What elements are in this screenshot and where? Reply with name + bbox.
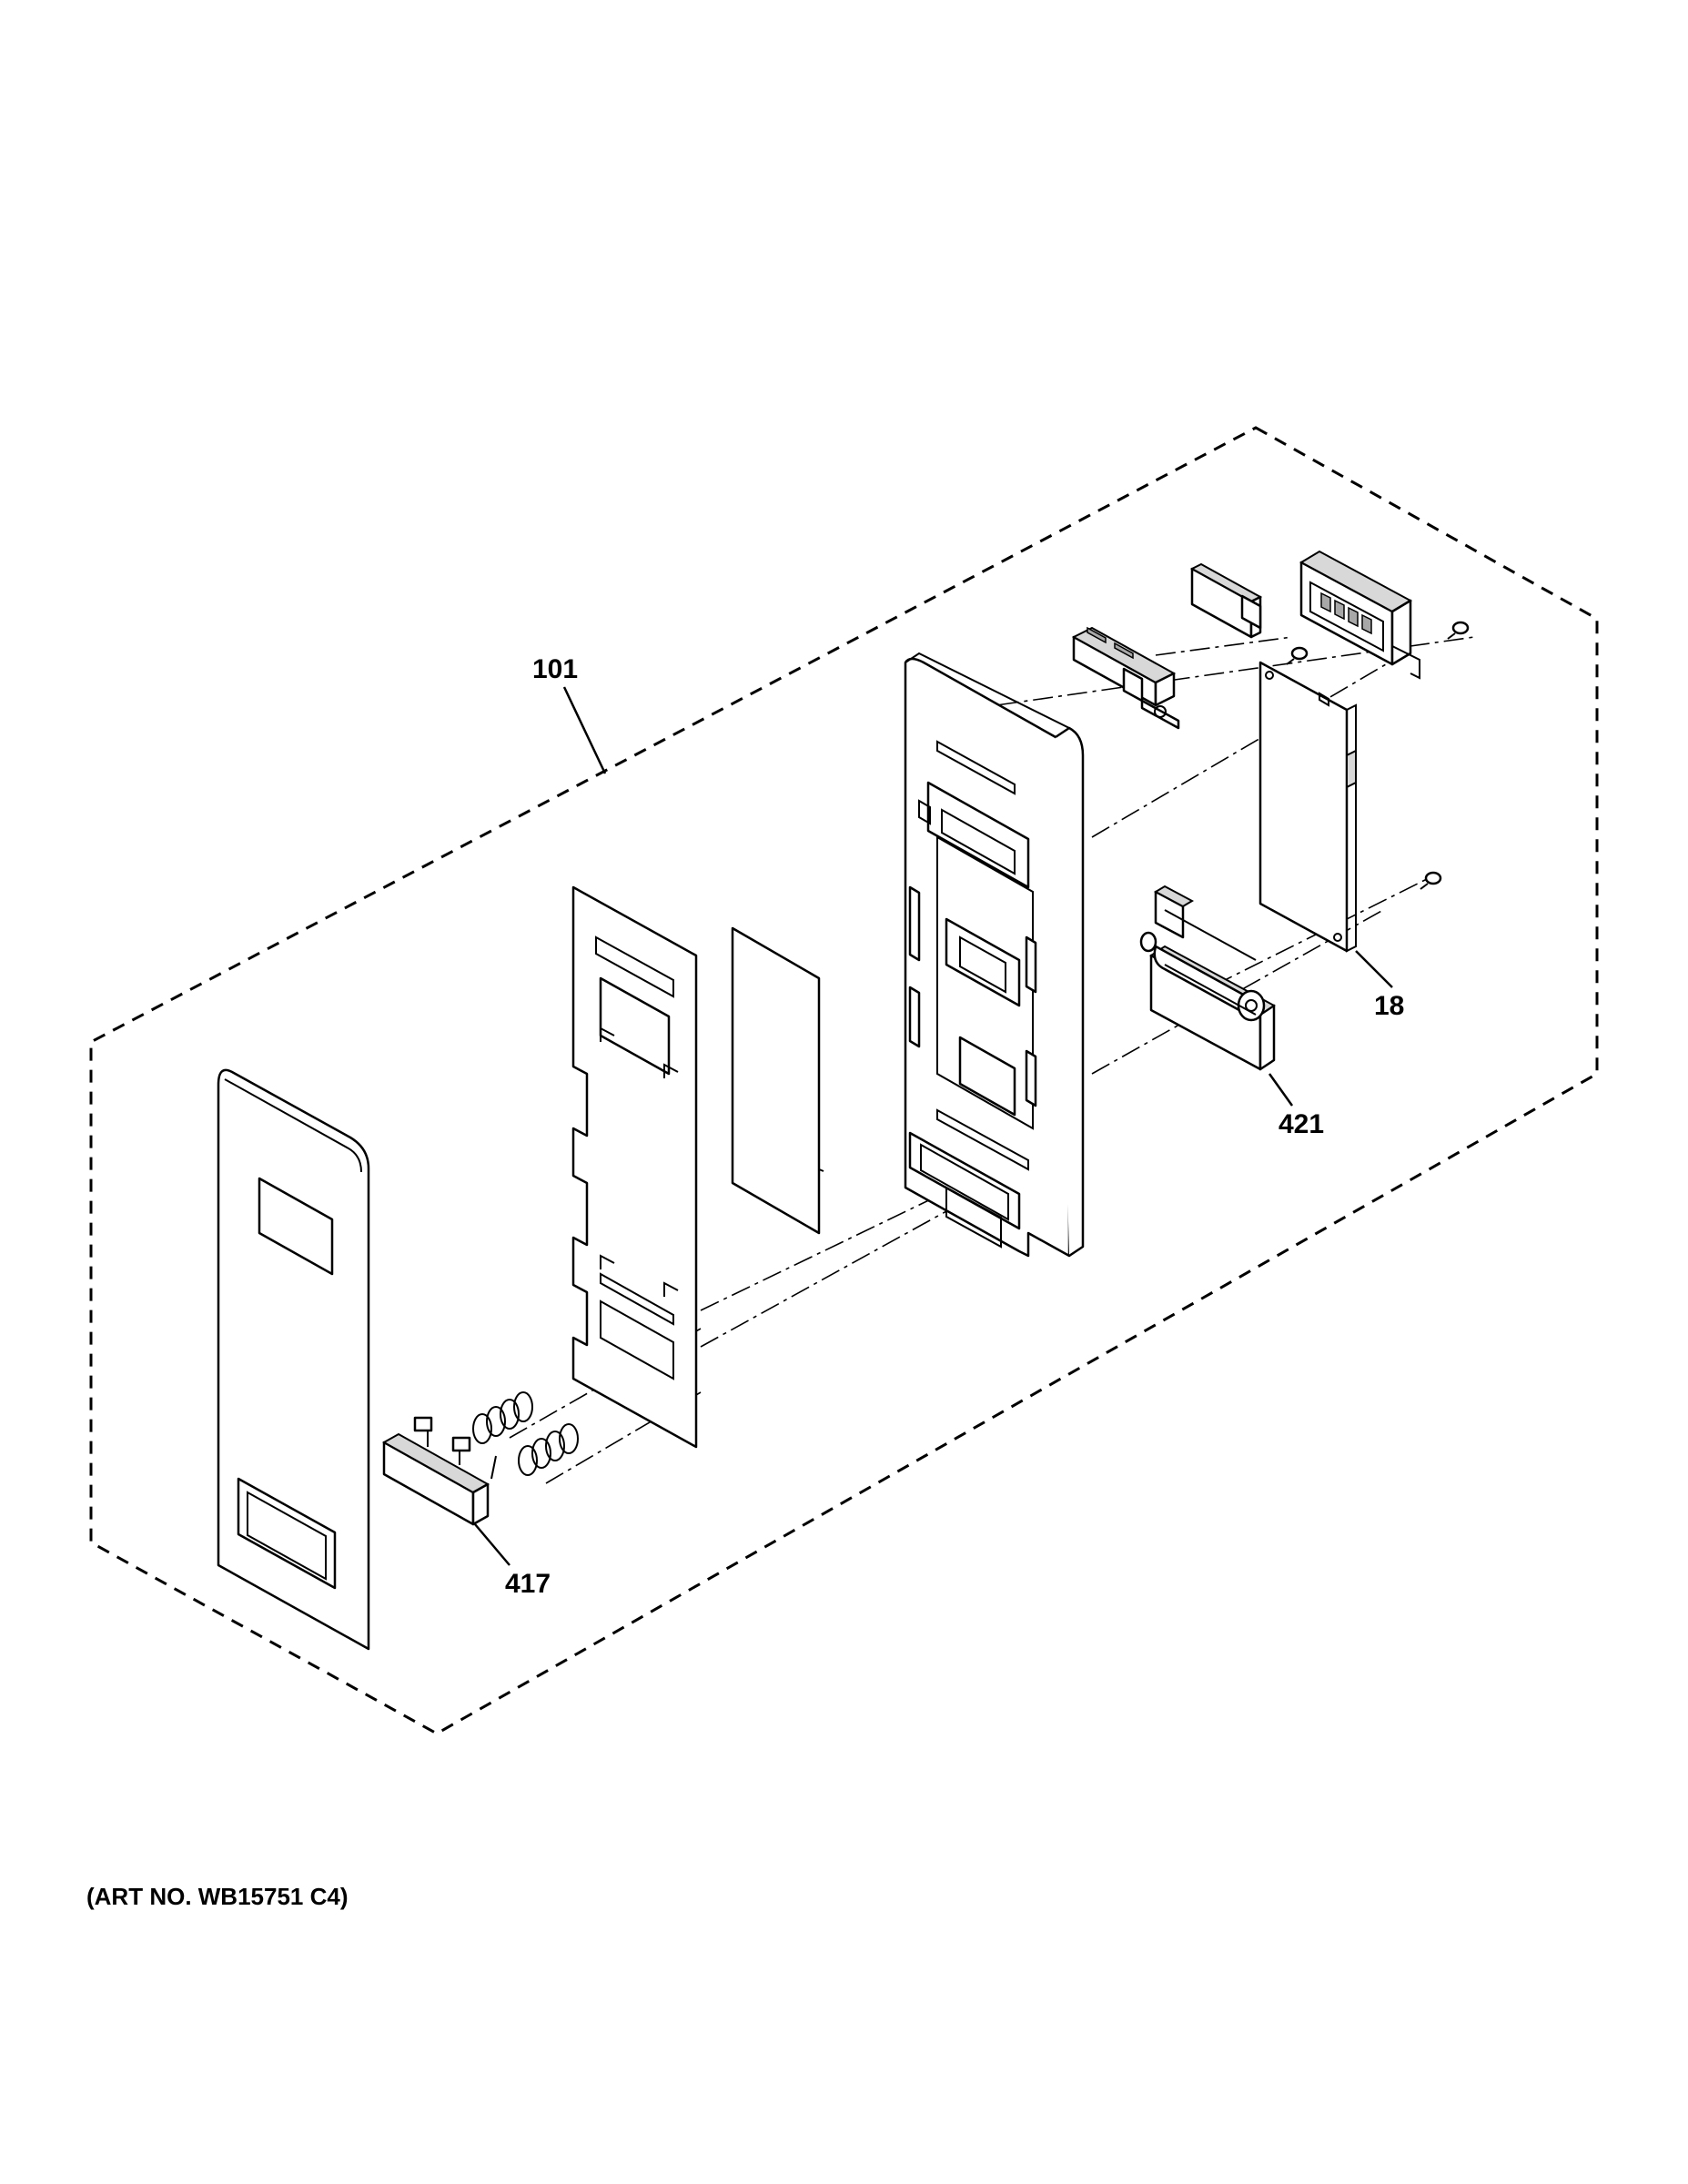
control-panel-frame — [904, 652, 1085, 1258]
display-lens — [1189, 562, 1263, 639]
door-latch — [1139, 885, 1276, 1071]
push-button-assembly — [381, 1416, 497, 1526]
springs — [472, 1391, 579, 1476]
control-panel-overlay — [217, 1068, 370, 1651]
label-18: 18 — [1374, 991, 1404, 1021]
button-block — [1071, 626, 1180, 730]
display-module — [1299, 550, 1420, 680]
label-421: 421 — [1279, 1109, 1324, 1139]
label-417: 417 — [505, 1569, 551, 1599]
leader-lines — [474, 686, 1393, 1566]
gasket-sheet — [571, 885, 698, 1449]
window-film — [731, 926, 824, 1235]
label-101: 101 — [532, 654, 578, 684]
circuit-board — [1258, 661, 1357, 953]
screw-icons — [1286, 621, 1470, 890]
art-number: (ART NO. WB15751 C4) — [86, 1883, 349, 1910]
